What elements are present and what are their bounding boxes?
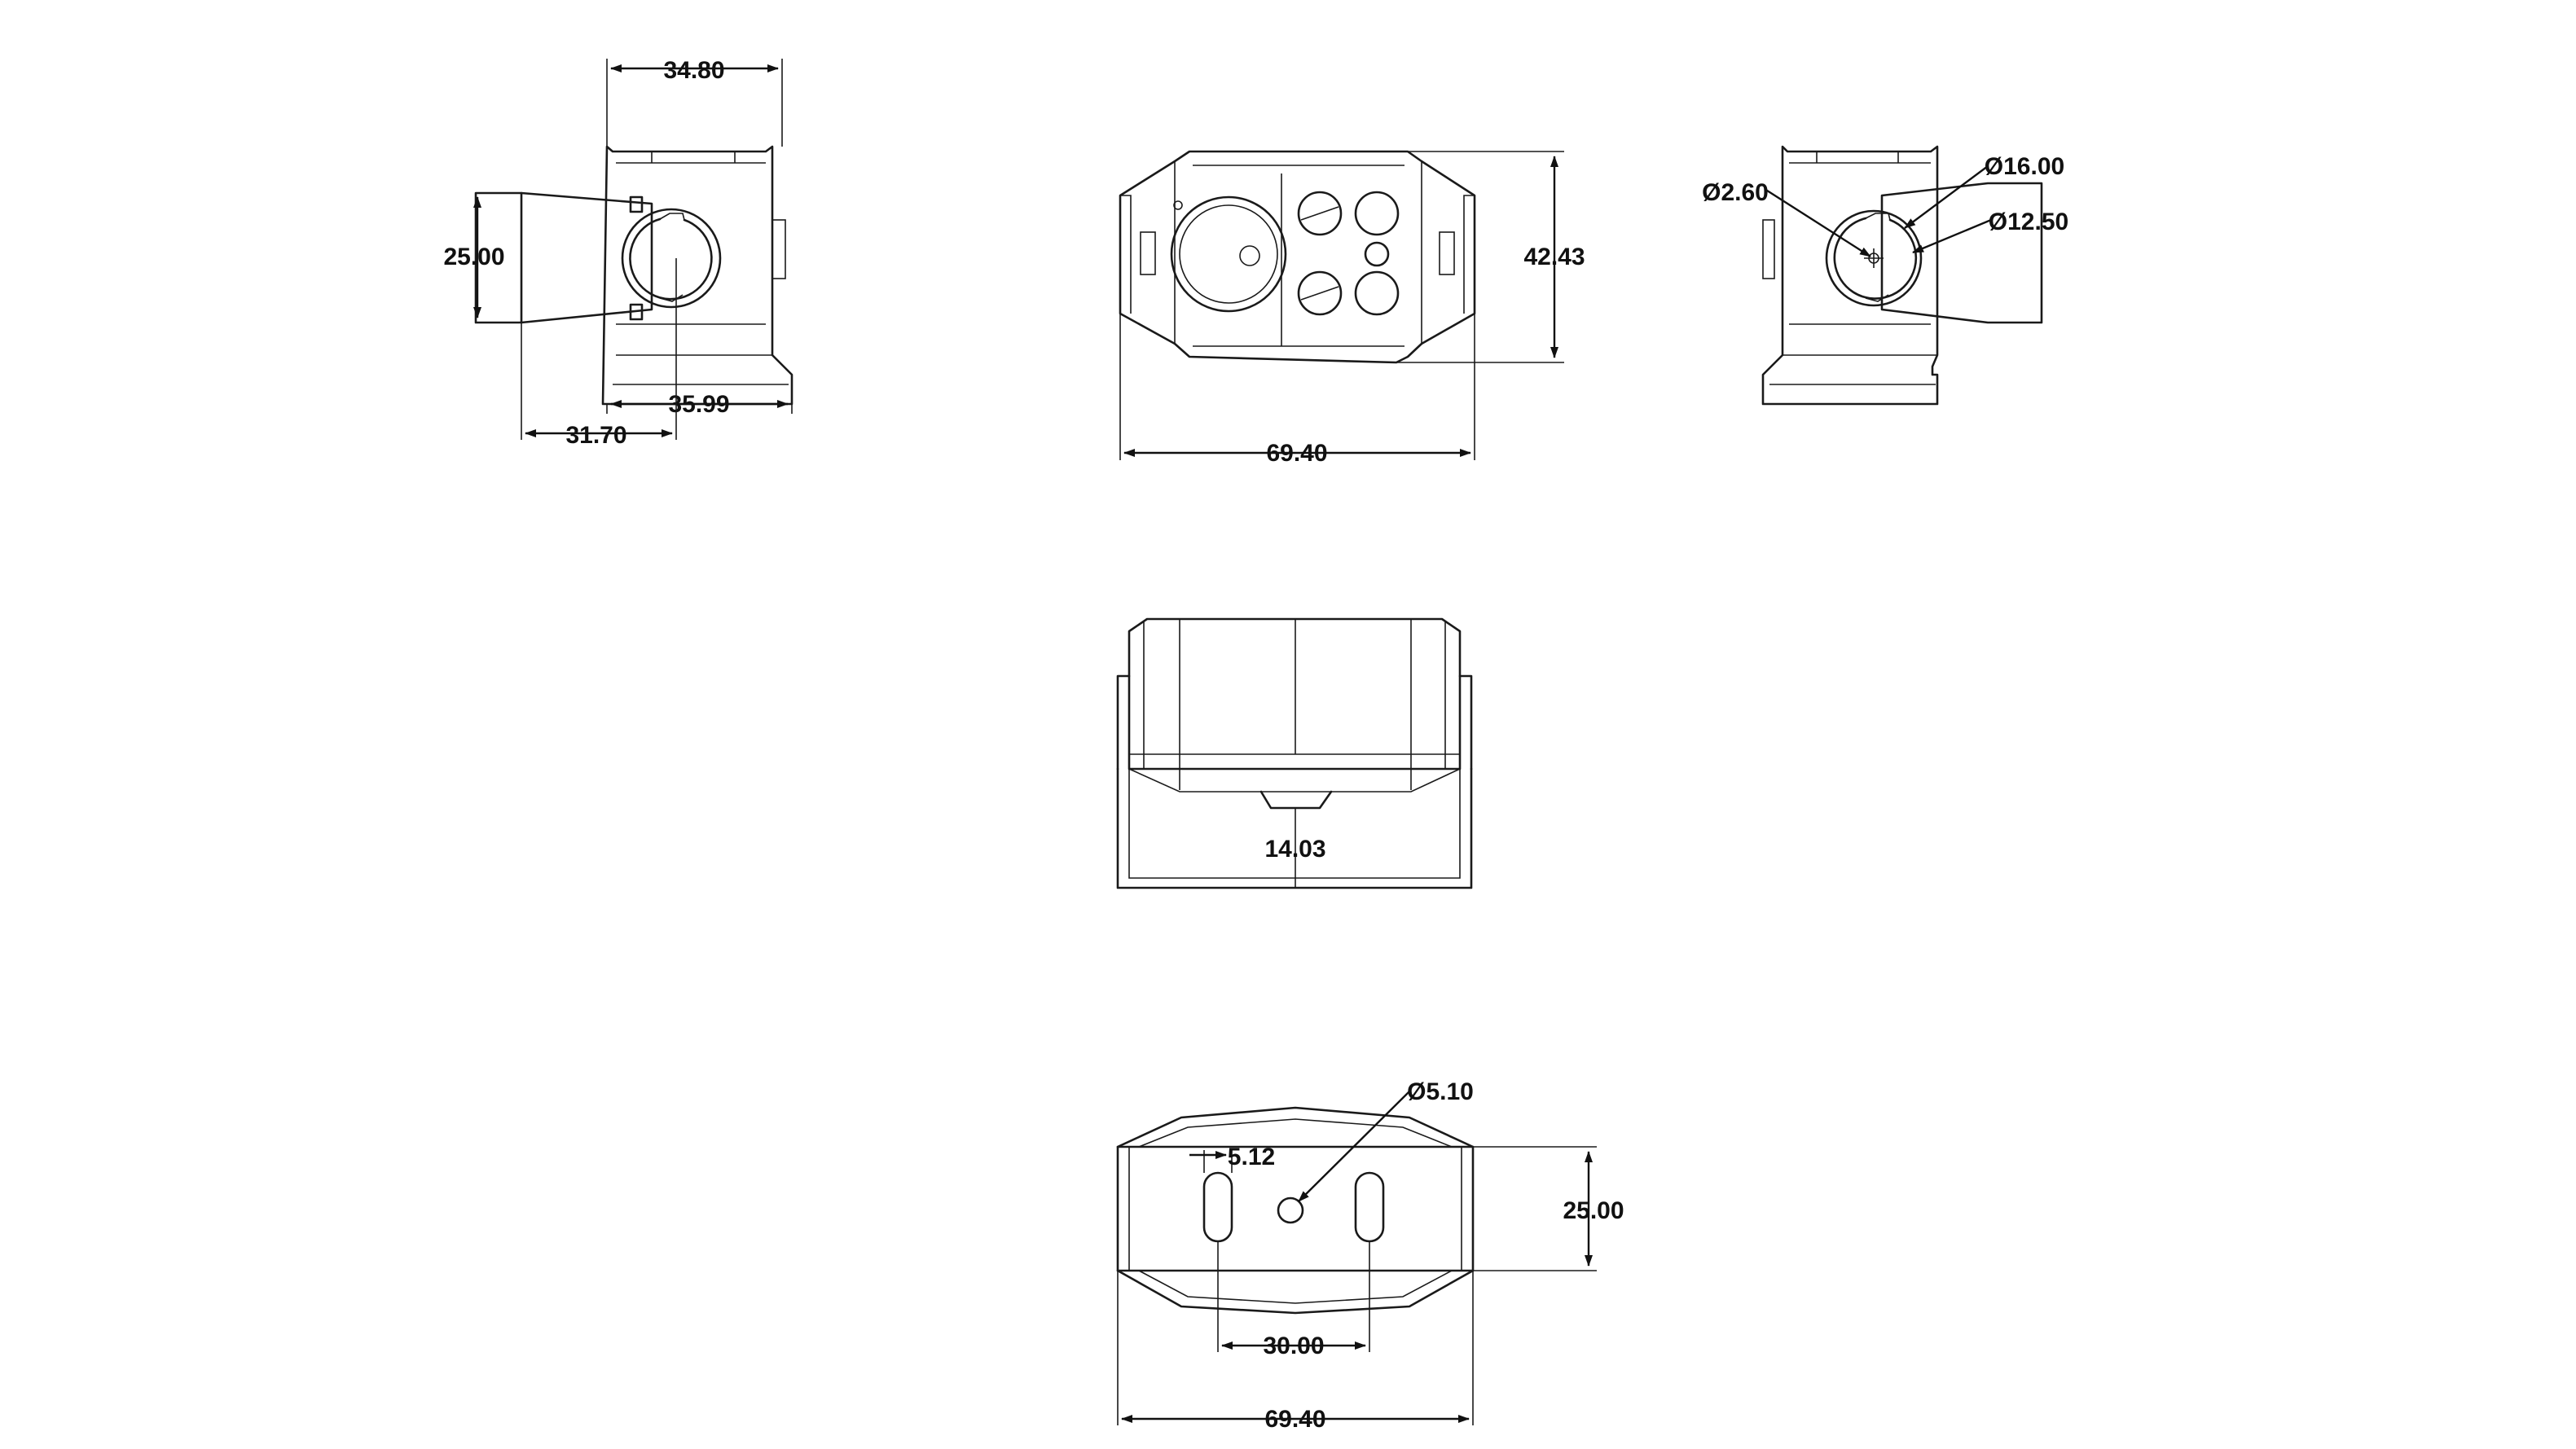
dim-25-00-left: 25.00 bbox=[443, 244, 504, 270]
front-view: 42.43 69.40 bbox=[1119, 150, 1585, 467]
dim-35-99: 35.99 bbox=[668, 391, 729, 418]
dim-25-00-mount: 25.00 bbox=[1563, 1197, 1624, 1224]
dim-5-12: 5.12 bbox=[1228, 1144, 1275, 1170]
dim-diameter-12-50: Ø12.50 bbox=[1989, 209, 2068, 235]
dim-42-43: 42.43 bbox=[1523, 244, 1585, 270]
dim-31-70: 31.70 bbox=[565, 422, 626, 449]
dim-69-40-front: 69.40 bbox=[1266, 440, 1327, 467]
dim-diameter-2-60: Ø2.60 bbox=[1702, 179, 1769, 206]
right-side-view: Ø2.60 Ø16.00 Ø12.50 bbox=[1702, 145, 2068, 406]
bottom-view: 14.03 bbox=[1116, 617, 1473, 889]
dim-diameter-16-00: Ø16.00 bbox=[1985, 153, 2064, 180]
dim-30-00: 30.00 bbox=[1263, 1333, 1324, 1359]
mount-view: Ø5.10 5.12 30.00 25.00 69.40 bbox=[1116, 1078, 1624, 1433]
dim-14-03: 14.03 bbox=[1264, 836, 1325, 863]
dim-34-80: 34.80 bbox=[663, 57, 724, 84]
left-side-view: 34.80 25.00 35.99 31.70 bbox=[443, 57, 793, 449]
dim-diameter-5-10: Ø5.10 bbox=[1407, 1078, 1474, 1105]
dim-69-40-mount: 69.40 bbox=[1264, 1406, 1325, 1433]
